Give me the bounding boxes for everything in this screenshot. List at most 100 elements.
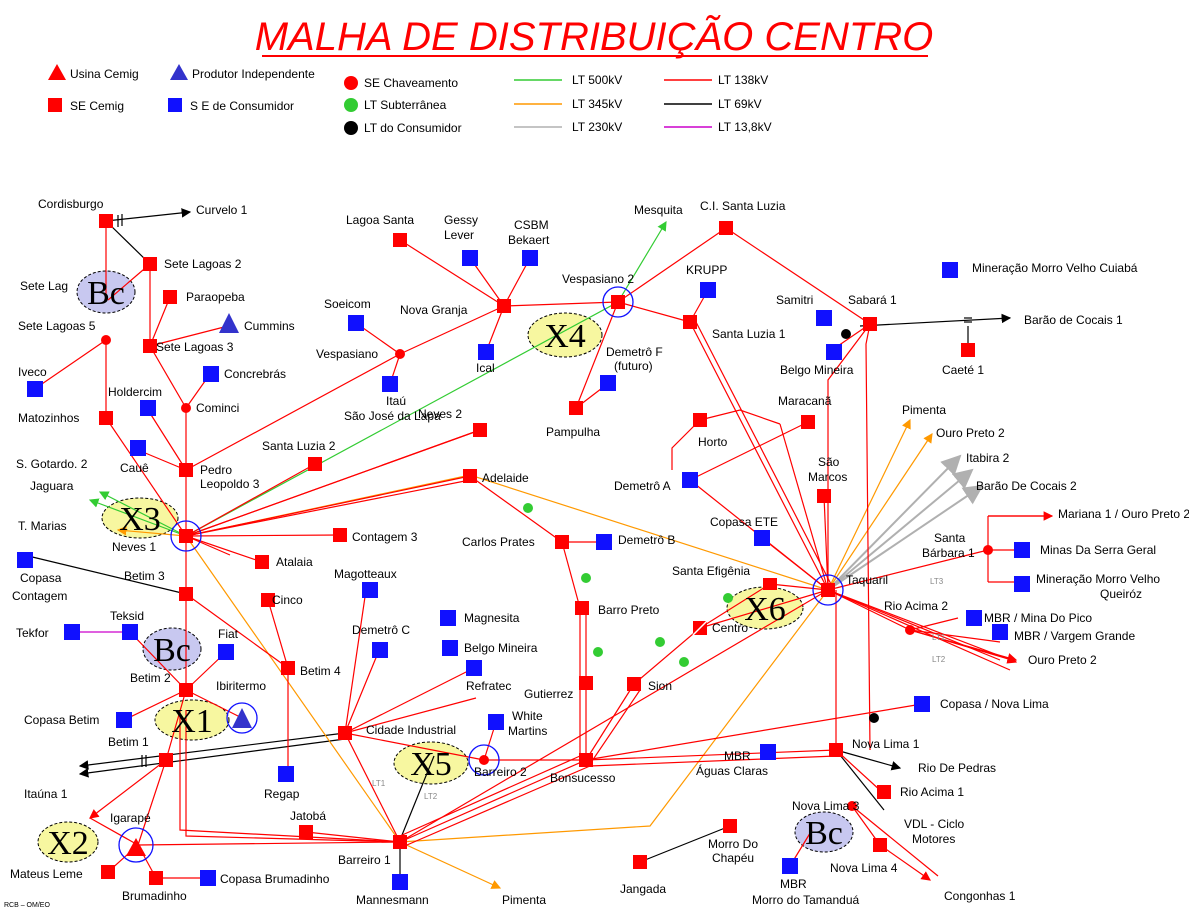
label-itauna1: Itaúna 1 [24, 787, 68, 801]
se-horto [693, 413, 707, 427]
label-copasa-brumadinho: Copasa Brumadinho [220, 872, 330, 886]
label-lever: Lever [444, 228, 474, 242]
label-sete-lagoas3: Sete Lagoas 3 [156, 340, 234, 354]
label-itau: Itaú [386, 394, 406, 408]
label-santa-efigenia: Santa Efigênia [672, 564, 750, 578]
label-demetro-f: Demetrô F [606, 345, 663, 359]
label-contagem3: Contagem 3 [352, 530, 418, 544]
se-carlos-prates [555, 535, 569, 549]
label-ci-santa-luzia: C.I. Santa Luzia [700, 199, 786, 213]
tag-lt2: LT2 [424, 792, 438, 801]
se-sao-marcos [817, 489, 831, 503]
se-santa-luzia1 [683, 315, 697, 329]
label-sao-jose-lapa: São José da Lapa [344, 409, 441, 423]
label-jangada: Jangada [620, 882, 666, 896]
label-jaguara: Jaguara [30, 479, 74, 493]
label-vdl-motores: Motores [912, 832, 955, 846]
label-concrebras: Concrebrás [224, 367, 286, 381]
label-adelaide: Adelaide [482, 471, 529, 485]
label-regap: Regap [264, 787, 300, 801]
label-barao-cocais1: Barão de Cocais 1 [1024, 313, 1123, 327]
label-lagoa-santa: Lagoa Santa [346, 213, 414, 227]
se-consumidor-nodes [17, 250, 1030, 890]
legend-lt138b: LT 13,8kV [718, 120, 772, 134]
label-barro-preto: Barro Preto [598, 603, 660, 617]
label-csbm: CSBM [514, 218, 549, 232]
label-morro-do: Morro Do [708, 837, 758, 851]
label-mariana: Mariana 1 / Ouro Preto 2 [1058, 507, 1189, 521]
label-pimenta2: Pimenta [502, 893, 546, 907]
line-69kv [399, 755, 435, 841]
label-ouro-preto2b: Ouro Preto 2 [1028, 653, 1097, 667]
legend-se-chaveamento: SE Chaveamento [364, 76, 458, 90]
igarape-switch [118, 827, 154, 863]
label-caue: Cauê [120, 461, 149, 475]
se-jatoba [299, 825, 313, 839]
label-pedro: Pedro [200, 463, 232, 477]
se-pampulha [569, 401, 583, 415]
zone-x2 [37, 821, 99, 863]
se-pedro-leopoldo [179, 463, 193, 477]
zone-x1 [154, 699, 230, 741]
label-mateus-leme: Mateus Leme [10, 867, 83, 881]
label-cidade-industrial: Cidade Industrial [366, 723, 456, 737]
label-mesquita: Mesquita [634, 203, 683, 217]
label-belgo-mineira2: Belgo Mineira [464, 641, 538, 655]
se-nova-granja [497, 299, 511, 313]
tag-lt2b: LT2 [932, 655, 946, 664]
label-mbr: MBR [724, 749, 751, 763]
label-barbara1: Bárbara 1 [922, 546, 975, 560]
line-69kv [105, 220, 151, 265]
label-brumadinho: Brumadinho [122, 889, 187, 903]
se-mateus-leme [101, 865, 115, 879]
line-69kv [835, 749, 885, 811]
line-345kv [399, 589, 829, 843]
label-bonsucesso: Bonsucesso [550, 771, 616, 785]
label-sao: São [818, 455, 840, 469]
se-atalaia [255, 555, 269, 569]
produtor-cummins-icon [219, 313, 239, 333]
se-betim1 [159, 753, 173, 767]
label-betim1: Betim 1 [108, 735, 149, 749]
label-belgo-mineira1: Belgo Mineira [780, 363, 854, 377]
line-69kv [23, 554, 187, 595]
se-sete-lagoas2 [143, 257, 157, 271]
label-teksid: Teksid [110, 609, 144, 623]
label-gutierrez: Gutierrez [524, 687, 573, 701]
label-ical: Ical [476, 361, 495, 375]
label-minas-serra-geral: Minas Da Serra Geral [1040, 543, 1156, 557]
se-consumidor-icon [168, 98, 182, 112]
label-centro: Centro [712, 621, 748, 635]
label-queiroz: Queiróz [1100, 587, 1142, 601]
label-vespasiano2: Vespasiano 2 [562, 272, 634, 286]
se-cordisburgo [99, 214, 113, 228]
label-nova-granja: Nova Granja [400, 303, 468, 317]
station-labels: Cordisburgo Curvelo 1 Sete Lagoas 2 Sete… [10, 197, 1189, 907]
se-taquaril [821, 583, 835, 597]
label-rio-acima1: Rio Acima 1 [900, 785, 964, 799]
se-maracana [801, 415, 815, 429]
label-krupp: KRUPP [686, 263, 727, 277]
se-barro-preto [575, 601, 589, 615]
line-230kv [827, 454, 962, 591]
label-cominci: Cominci [196, 401, 239, 415]
lines [23, 208, 1054, 889]
label-rio-de-pedras: Rio De Pedras [918, 761, 996, 775]
se-sete-lagoas3 [143, 339, 157, 353]
tag-lt1b: LT1 [932, 633, 946, 642]
label-nova-lima3: Nova Lima 3 [792, 799, 860, 813]
se-betim2 [179, 683, 193, 697]
se-contagem3 [333, 528, 347, 542]
label-mbr-tamandua: MBR [780, 877, 807, 891]
se-gutierrez [579, 676, 593, 690]
zone-bc3 [794, 811, 854, 853]
label-atalaia: Atalaia [276, 555, 313, 569]
zone-x3-label: X3 [119, 501, 161, 538]
line-345kv [185, 535, 502, 889]
label-contagem: Contagem [12, 589, 67, 603]
label-mmv: Mineração Morro Velho [1036, 572, 1160, 586]
label-demetro-f-futuro: (futuro) [614, 359, 653, 373]
zone-x4 [527, 312, 603, 358]
label-vdl: VDL - Ciclo [904, 817, 965, 831]
